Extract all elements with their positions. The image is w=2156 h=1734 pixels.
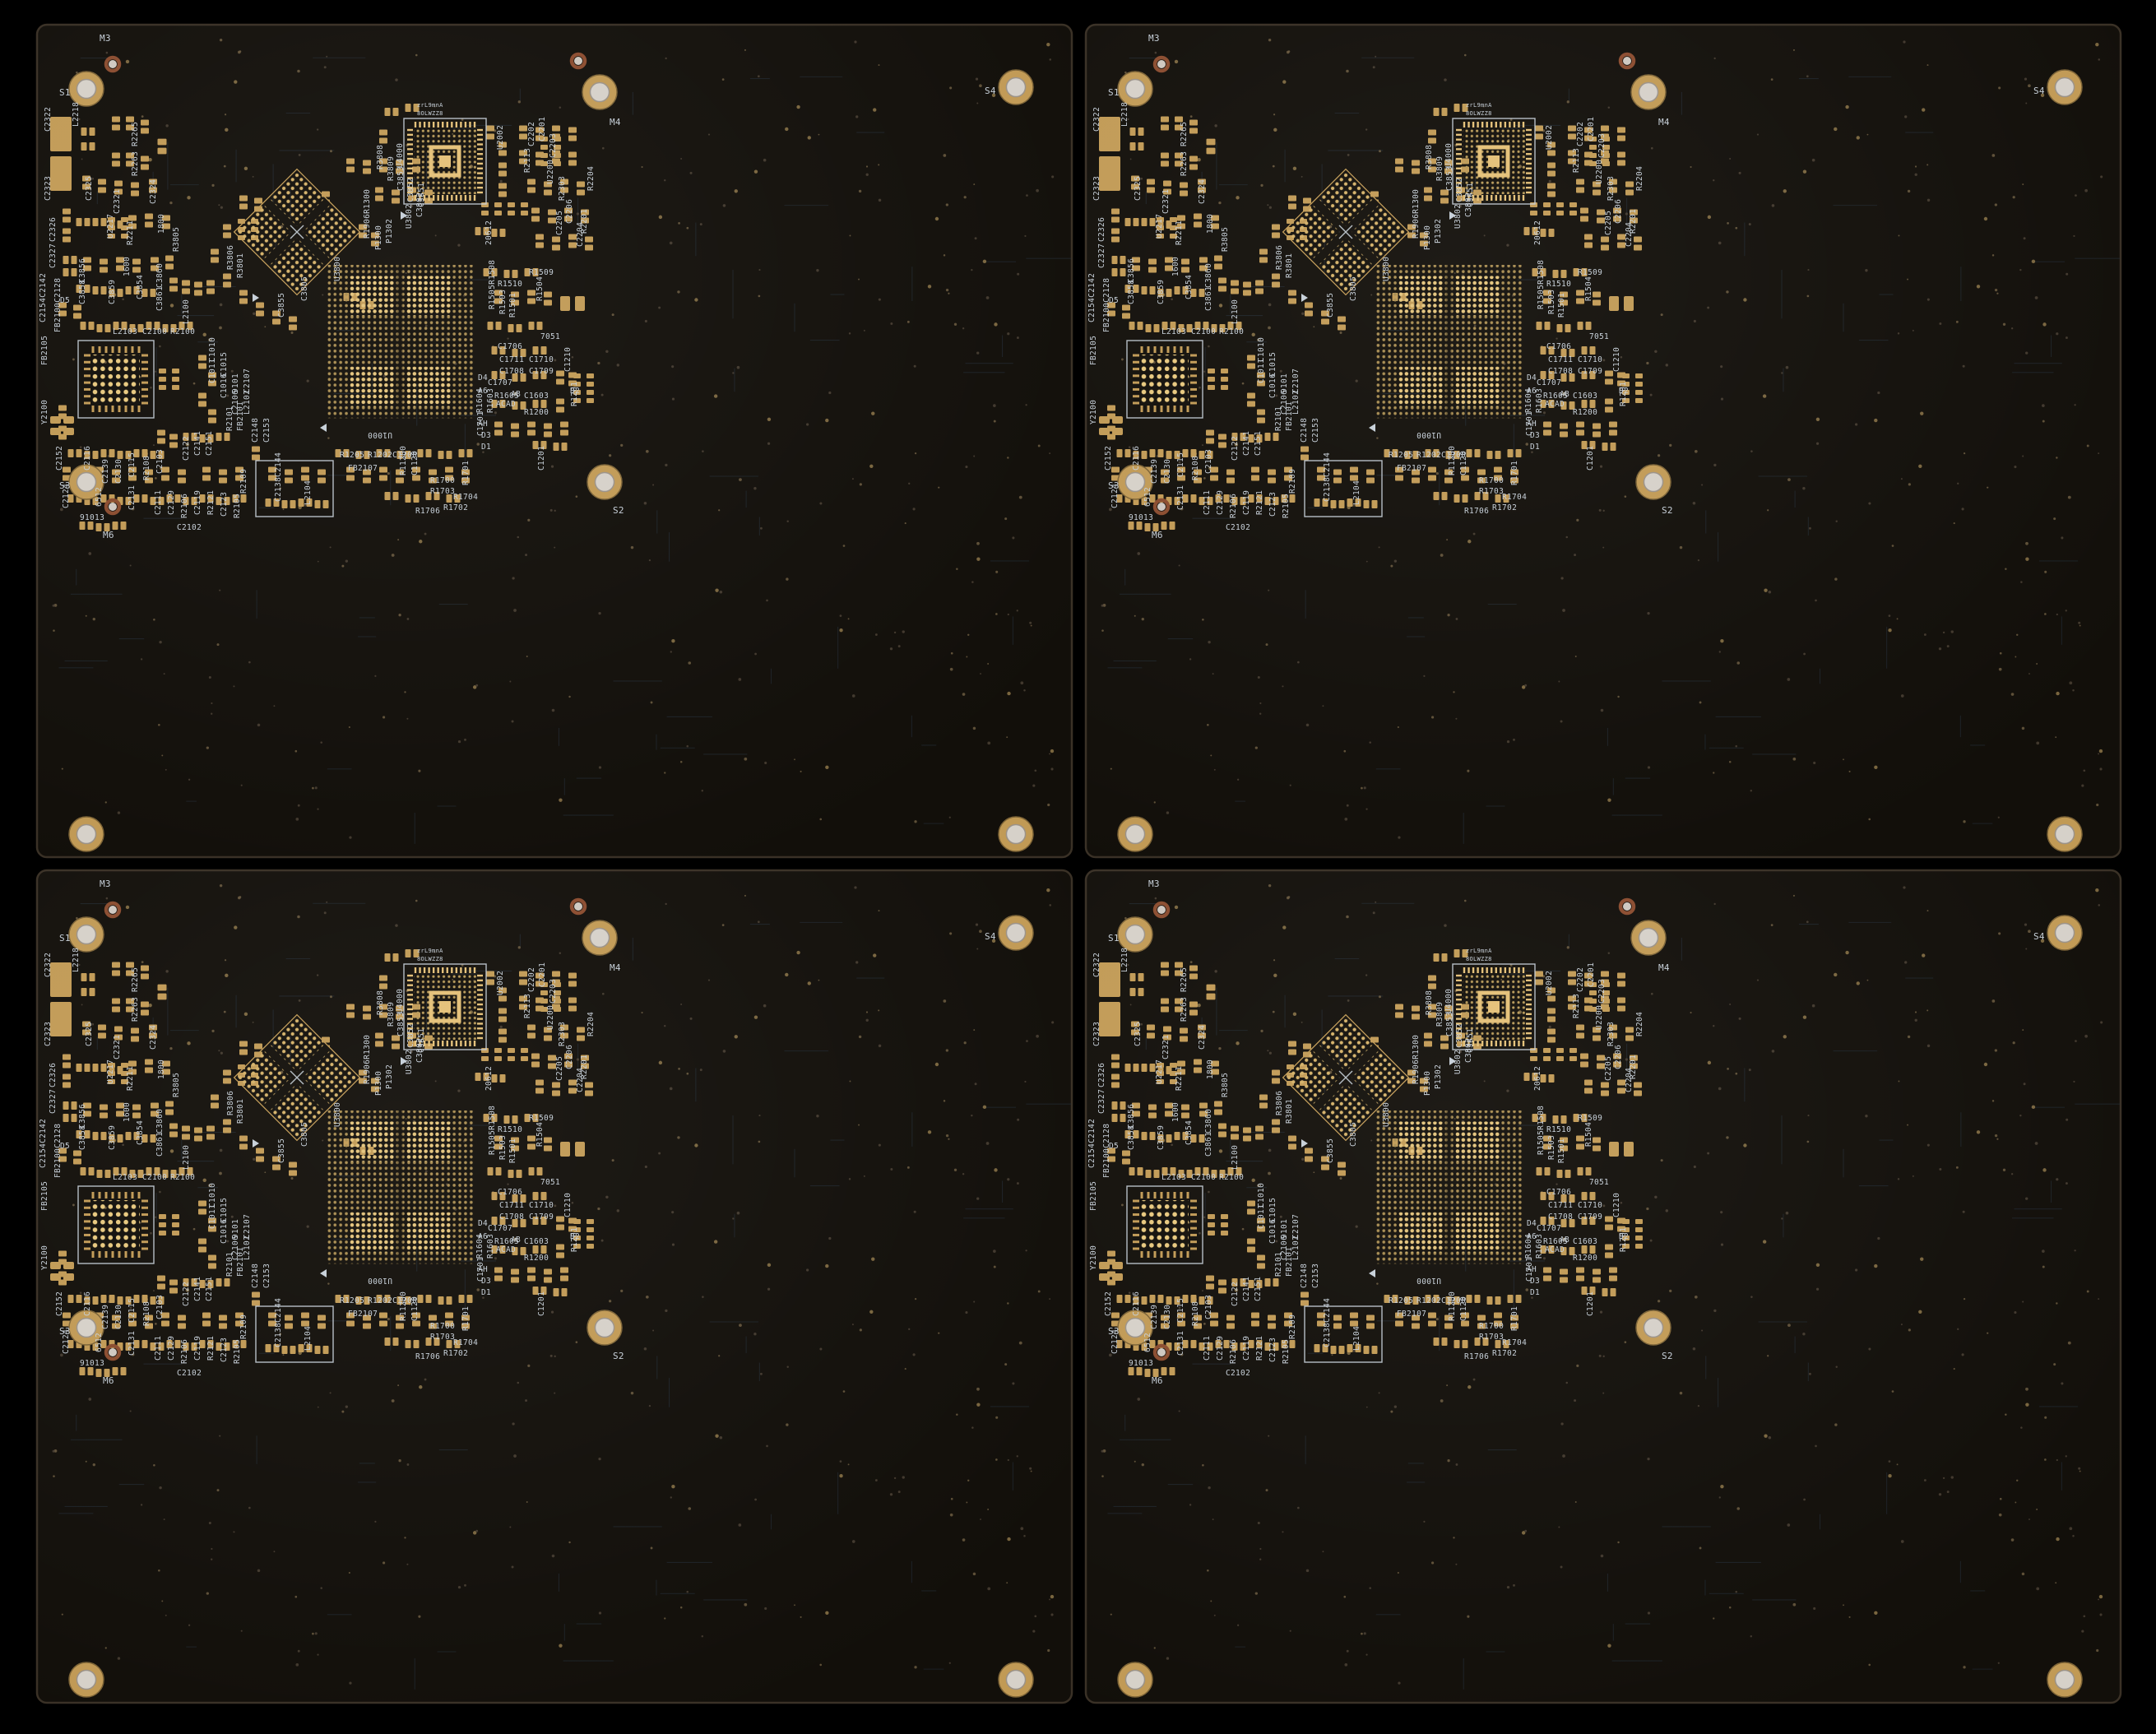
pcb-board-top-right — [1086, 25, 2121, 857]
pcb-board-bottom-left — [37, 870, 1072, 1703]
pcb-board-top-left — [37, 25, 1072, 857]
pcb-board-bottom-right — [1086, 870, 2121, 1703]
